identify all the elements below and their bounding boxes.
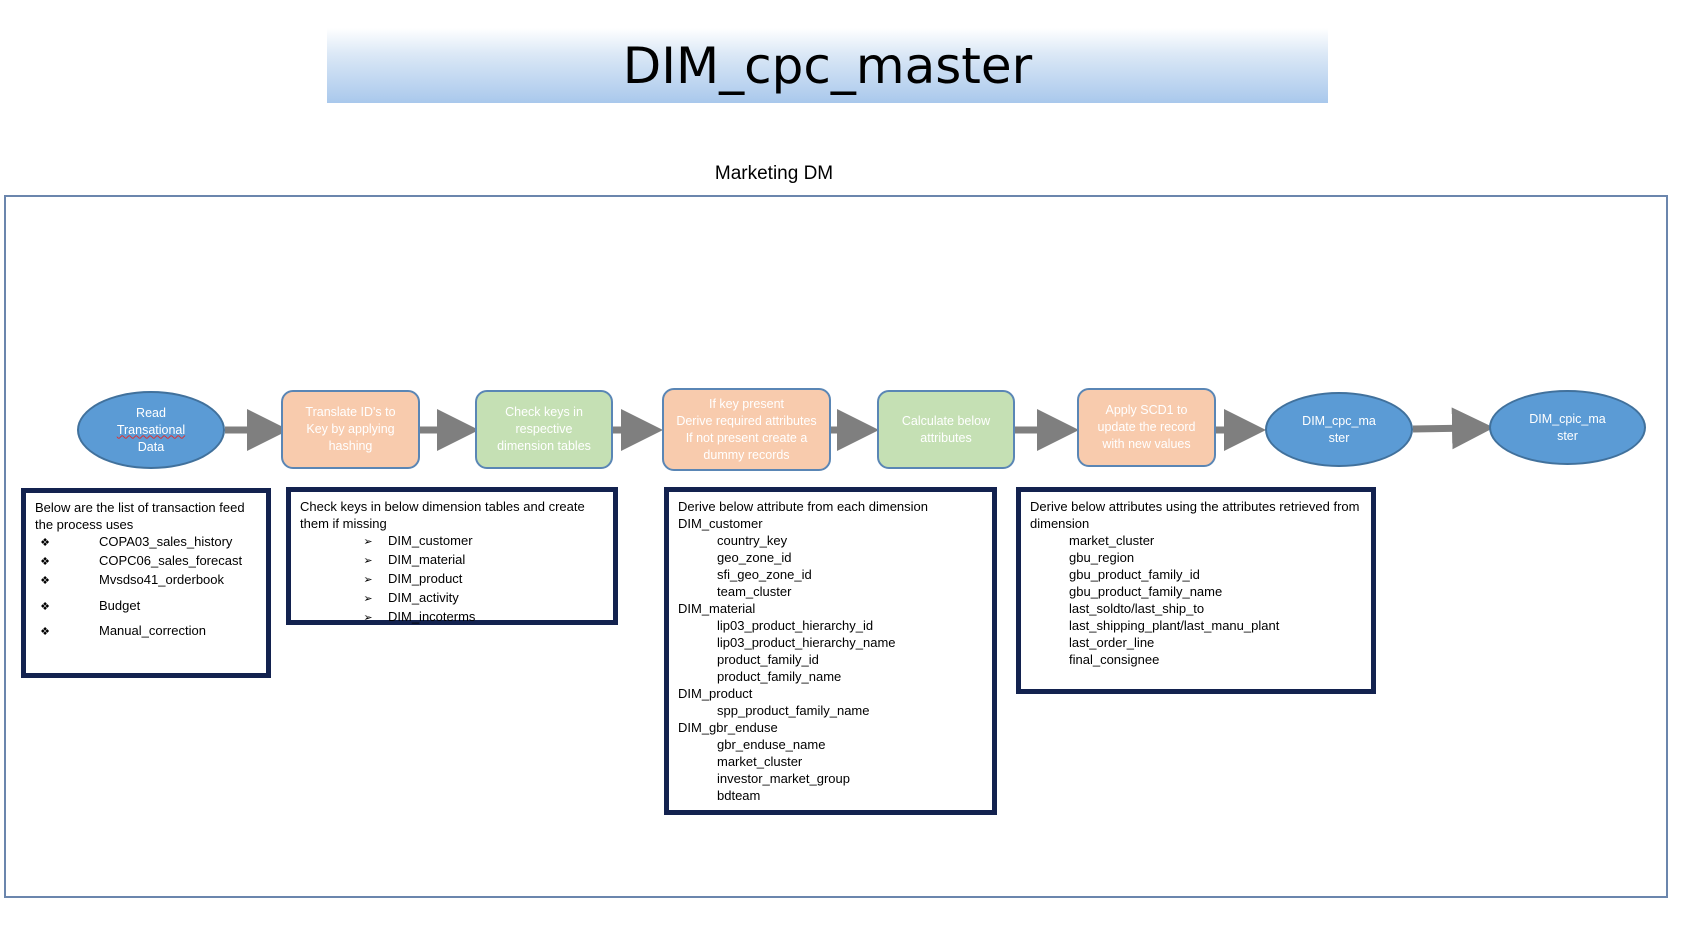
attribute-item: lip03_product_hierarchy_id xyxy=(717,618,874,633)
diamond-bullet-icon: ❖ xyxy=(40,575,50,587)
attribute-item: final_consignee xyxy=(1069,652,1160,667)
attribute-item: lip03_product_hierarchy_name xyxy=(717,635,896,650)
dim-cpc-master-node: DIM_cpc_ma ster xyxy=(1265,392,1413,467)
translate-ids-node: Translate ID's to Key by applying hashin… xyxy=(281,390,420,469)
dim-cpic-master-node: DIM_cpic_ma ster xyxy=(1489,390,1646,465)
read-data-node: Read Transational Data xyxy=(77,391,225,469)
transaction-feeds-note: Below are the list of transaction feed t… xyxy=(21,488,271,678)
marketing-dm-frame xyxy=(4,195,1668,898)
attribute-item: country_key xyxy=(717,533,788,548)
title-banner: DIM_cpc_master xyxy=(327,28,1328,103)
derive-attributes-node: If key present Derive required attribute… xyxy=(662,388,831,471)
attribute-item: product_family_name xyxy=(717,669,842,684)
list-item: ❖Manual_correction xyxy=(35,622,257,641)
attribute-item: last_shipping_plant/last_manu_plant xyxy=(1069,618,1280,633)
dimension-tables-note: Check keys in below dimension tables and… xyxy=(286,487,618,625)
list-item: ➢DIM_material xyxy=(300,551,604,570)
list-item: ❖Budget xyxy=(35,597,257,616)
dimension-list: ➢DIM_customer ➢DIM_material ➢DIM_product… xyxy=(300,532,604,627)
attribute-item: investor_market_group xyxy=(717,771,850,786)
list-item: ❖COPC06_sales_forecast xyxy=(35,552,257,571)
attribute-item: team_cluster xyxy=(717,584,792,599)
list-item: ❖Mvsdso41_orderbook xyxy=(35,571,257,590)
calculated-attributes-note: Derive below attributes using the attrib… xyxy=(1016,487,1376,694)
attribute-item: product_family_id xyxy=(717,652,819,667)
calculate-attributes-node: Calculate below attributes xyxy=(877,390,1015,469)
frame-caption: Marketing DM xyxy=(714,163,834,184)
attribute-item: gbu_product_family_id xyxy=(1069,567,1200,582)
arrowhead-bullet-icon: ➢ xyxy=(363,555,373,567)
dim-group-name: DIM_customer xyxy=(678,516,763,531)
arrowhead-bullet-icon: ➢ xyxy=(363,536,373,548)
attribute-item: market_cluster xyxy=(717,754,803,769)
attribute-item: spp_product_family_name xyxy=(717,703,870,718)
list-item: ➢DIM_incoterms xyxy=(300,608,604,627)
diamond-bullet-icon: ❖ xyxy=(40,556,50,568)
note-heading: Below are the list of transaction feed t… xyxy=(35,500,245,532)
attribute-item: gbr_enduse_name xyxy=(717,737,826,752)
attribute-item: bdteam xyxy=(717,788,761,803)
apply-scd1-node: Apply SCD1 to update the record with new… xyxy=(1077,388,1216,467)
arrowhead-bullet-icon: ➢ xyxy=(363,593,373,605)
attribute-item: sfi_geo_zone_id xyxy=(717,567,812,582)
note-heading: Check keys in below dimension tables and… xyxy=(300,499,585,531)
page-title: DIM_cpc_master xyxy=(622,36,1033,95)
attribute-item: gbu_region xyxy=(1069,550,1135,565)
arrowhead-bullet-icon: ➢ xyxy=(363,612,373,624)
diamond-bullet-icon: ❖ xyxy=(40,601,50,613)
dim-group-name: DIM_gbr_enduse xyxy=(678,720,778,735)
arrowhead-bullet-icon: ➢ xyxy=(363,574,373,586)
attribute-item: last_order_line xyxy=(1069,635,1155,650)
dim-group-name: DIM_material xyxy=(678,601,756,616)
feed-list: ❖COPA03_sales_history ❖COPC06_sales_fore… xyxy=(35,533,257,641)
note-heading: Derive below attributes using the attrib… xyxy=(1030,499,1360,531)
attribute-item: market_cluster xyxy=(1069,533,1155,548)
list-item: ➢DIM_customer xyxy=(300,532,604,551)
note-heading: Derive below attribute from each dimensi… xyxy=(678,499,929,514)
list-item: ❖COPA03_sales_history xyxy=(35,533,257,552)
attribute-item: last_soldto/last_ship_to xyxy=(1069,601,1205,616)
arrow-7 xyxy=(1412,407,1494,450)
attribute-item: geo_zone_id xyxy=(717,550,792,565)
check-keys-node: Check keys in respective dimension table… xyxy=(475,390,613,469)
diamond-bullet-icon: ❖ xyxy=(40,537,50,549)
dim-group-name: DIM_product xyxy=(678,686,753,701)
attribute-item: gbu_product_family_name xyxy=(1069,584,1223,599)
diamond-bullet-icon: ❖ xyxy=(40,626,50,638)
list-item: ➢DIM_activity xyxy=(300,589,604,608)
derive-attributes-note: Derive below attribute from each dimensi… xyxy=(664,487,997,815)
list-item: ➢DIM_product xyxy=(300,570,604,589)
